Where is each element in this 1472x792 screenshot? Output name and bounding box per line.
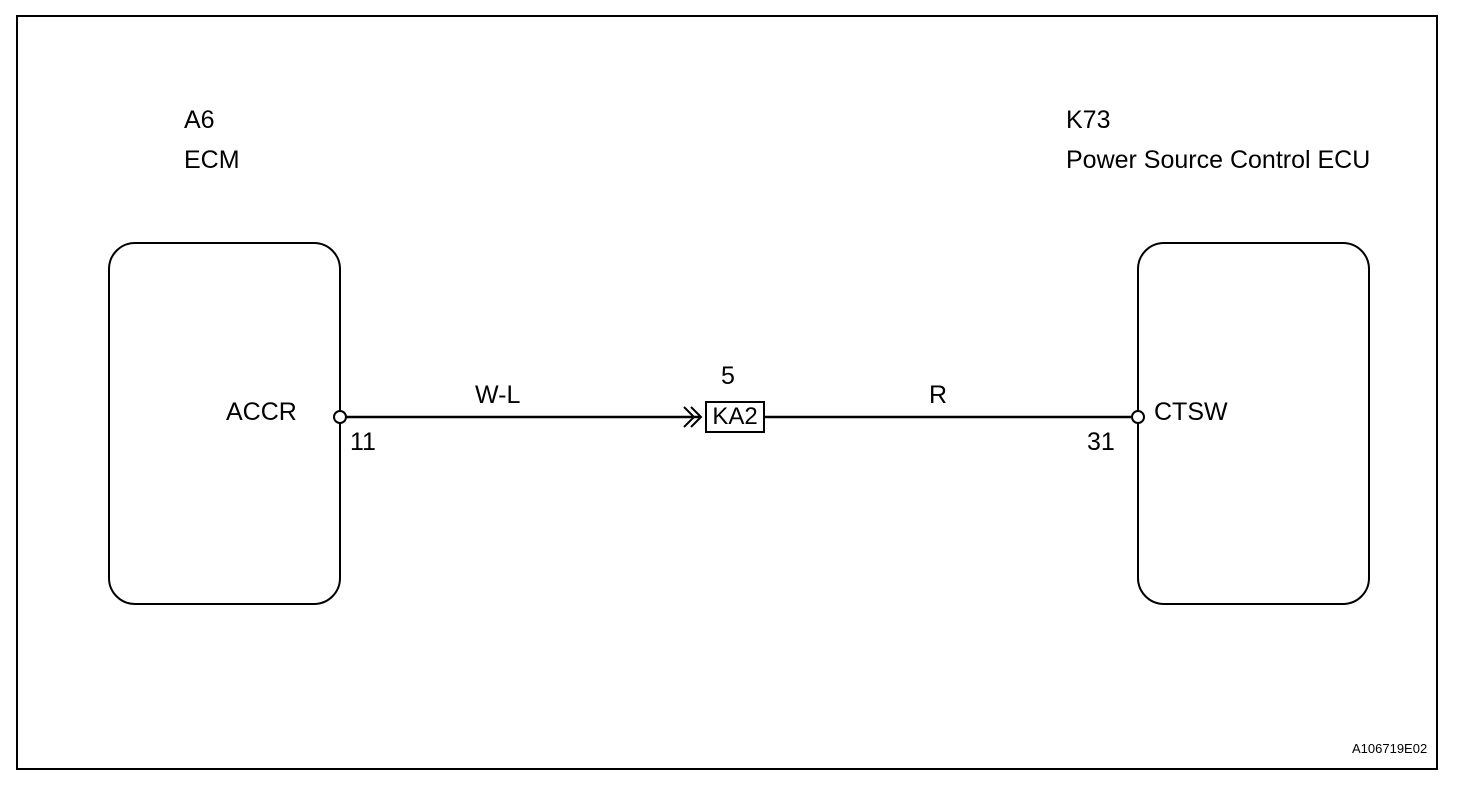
right-wire-color-label: R	[929, 381, 948, 409]
left-pin-number: 11	[350, 428, 376, 456]
right-component-name: Power Source Control ECU	[1066, 146, 1371, 174]
left-connector-id: A6	[184, 106, 215, 134]
left-component-name: ECM	[184, 146, 240, 174]
junction-connector-box: KA2	[705, 401, 765, 433]
left-terminal-name: ACCR	[226, 398, 297, 426]
left-terminal-icon	[333, 410, 347, 424]
right-terminal-icon	[1131, 410, 1145, 424]
right-connector-id: K73	[1066, 106, 1111, 134]
right-terminal-name: CTSW	[1154, 398, 1228, 426]
left-wire-color-label: W-L	[475, 381, 521, 409]
figure-code: A106719E02	[1352, 741, 1428, 756]
connector-arrow-icon	[683, 406, 696, 428]
ecm-component-box	[108, 242, 341, 605]
right-pin-number: 31	[1087, 428, 1115, 456]
diagram-frame	[16, 15, 1438, 770]
connector-arrow-icon	[690, 406, 703, 428]
junction-pin-number: 5	[721, 362, 735, 390]
